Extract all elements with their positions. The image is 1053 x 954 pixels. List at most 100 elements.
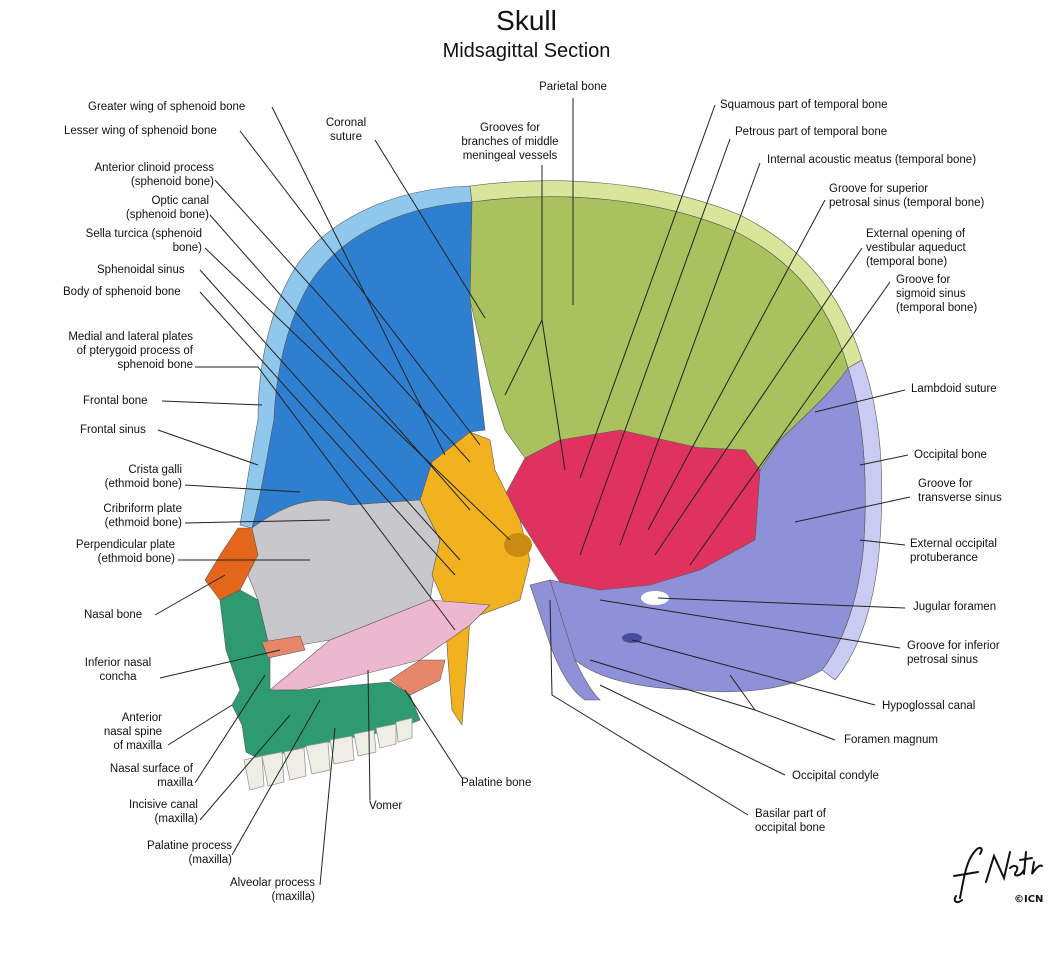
leader-vomer	[367, 669, 371, 801]
label-hypoglossal-canal: Hypoglossal canal	[882, 700, 976, 712]
label-optic-canal: Optic canal (sphenoid bone)	[125, 195, 209, 221]
leader-occipital-condyle	[599, 684, 786, 776]
leader-incisive-canal	[199, 714, 291, 821]
basilar-part-occipital	[529, 579, 601, 701]
leader-grooves-meningeal-b	[541, 319, 566, 471]
leader-internal-acoustic	[619, 162, 761, 546]
leader-palatine-process	[231, 699, 321, 856]
leader-sphenoidal-sinus	[199, 269, 461, 561]
leader-lesser-wing	[239, 130, 481, 446]
label-jugular-foramen: Jugular foramen	[913, 601, 997, 613]
label-nasal-surface-maxilla: Nasal surface of maxilla	[109, 763, 193, 789]
leader-inferior-concha	[159, 649, 281, 679]
label-vomer: Vomer	[369, 800, 403, 812]
label-petrous-temporal: Petrous part of temporal bone	[735, 126, 888, 138]
diagram-title: Skull	[496, 5, 557, 36]
leader-coronal-suture	[374, 139, 486, 319]
label-basilar-part: Basilar part of occipital bone	[755, 808, 826, 834]
jugular-foramen-opening	[641, 591, 669, 605]
tooth	[353, 729, 377, 757]
leader-groove-sup-petrosal	[647, 199, 826, 531]
label-foramen-magnum: Foramen magnum	[844, 734, 938, 746]
tooth	[261, 751, 285, 787]
inferior-nasal-concha	[261, 635, 306, 659]
label-grooves-meningeal: Grooves for branches of middle meningeal…	[461, 122, 559, 162]
label-body-sphenoid: Body of sphenoid bone	[63, 286, 181, 298]
leader-groove-transverse	[794, 496, 911, 523]
label-vestibular-aqueduct: External opening of vestibular aqueduct …	[866, 228, 966, 268]
leader-nasal-surface	[194, 674, 266, 784]
leader-hypoglossal	[631, 639, 876, 706]
leader-foramen-magnum-b	[729, 674, 756, 711]
label-occipital-bone: Occipital bone	[914, 449, 987, 461]
label-occipital-condyle: Occipital condyle	[792, 770, 879, 782]
label-squamous-temporal: Squamous part of temporal bone	[720, 99, 888, 111]
hypoglossal-canal-opening	[622, 633, 642, 643]
label-anterior-nasal-spine: Anterior nasal spine of maxilla	[103, 712, 162, 752]
label-frontal-bone: Frontal bone	[83, 395, 148, 407]
label-palatine-bone: Palatine bone	[461, 777, 532, 789]
leader-ext-occipital	[859, 539, 906, 546]
sphenoid-bone	[419, 431, 531, 616]
label-palatine-process: Palatine process (maxilla)	[146, 840, 232, 866]
leader-body-sphenoid	[199, 291, 456, 576]
label-crista-galli: Crista galli (ethmoid bone)	[104, 464, 182, 490]
leader-basilar-part	[549, 599, 749, 816]
label-parietal-bone: Parietal bone	[539, 81, 607, 93]
leader-vestibular-aqueduct	[654, 247, 863, 556]
leader-alveolar-process	[319, 727, 336, 886]
leader-nasal-bone	[154, 574, 226, 616]
leader-groove-sigmoid	[689, 281, 891, 566]
leader-occipital-bone	[859, 454, 909, 466]
leader-groove-inf-petrosal	[599, 599, 901, 649]
leader-palatine-bone	[404, 689, 463, 779]
label-anterior-clinoid: Anterior clinoid process (sphenoid bone)	[94, 162, 214, 188]
occipital-bone	[544, 367, 866, 693]
label-alveolar-process: Alveolar process (maxilla)	[229, 877, 315, 903]
leader-cribriform-plate	[184, 519, 331, 524]
leader-sella-turcica	[204, 247, 511, 541]
label-groove-transverse: Groove for transverse sinus	[918, 478, 1002, 504]
tooth	[283, 747, 307, 781]
tooth	[305, 741, 331, 775]
label-groove-superior-petrosal: Groove for superior petrosal sinus (temp…	[829, 183, 985, 209]
label-sella-turcica: Sella turcica (sphenoid bone)	[85, 228, 202, 254]
tooth	[243, 755, 265, 791]
label-coronal-suture: Coronal suture	[325, 117, 367, 143]
vomer	[269, 599, 491, 691]
label-cribriform-plate: Cribriform plate (ethmoid bone)	[103, 503, 182, 529]
teeth	[243, 717, 413, 791]
leader-frontal-sinus	[157, 429, 259, 466]
leader-frontal-bone	[161, 400, 263, 406]
leader-anterior-clinoid	[214, 179, 471, 463]
label-sphenoidal-sinus: Sphenoidal sinus	[97, 264, 185, 276]
nasal-bone	[204, 527, 259, 601]
leader-squamous	[579, 104, 716, 479]
label-groove-sigmoid: Groove for sigmoid sinus (temporal bone)	[896, 274, 978, 314]
leader-anterior-nasal-spine	[167, 704, 233, 746]
label-ext-occipital-protuberance: External occipital protuberance	[910, 538, 997, 564]
leader-greater-wing	[271, 106, 446, 456]
leader-lambdoid	[814, 389, 906, 413]
netter-signature-logo: ©ICN	[953, 846, 1043, 905]
label-lesser-wing: Lesser wing of sphenoid bone	[64, 125, 217, 137]
label-lambdoid-suture: Lambdoid suture	[911, 383, 997, 395]
leader-crista-galli	[184, 484, 301, 493]
label-nasal-bone: Nasal bone	[84, 609, 143, 621]
leader-lines	[154, 98, 911, 886]
leader-petrous	[579, 138, 731, 556]
label-groove-inferior-petrosal: Groove for inferior petrosal sinus	[907, 640, 1000, 666]
label-incisive-canal: Incisive canal (maxilla)	[128, 799, 198, 825]
label-frontal-sinus: Frontal sinus	[80, 424, 146, 436]
label-greater-wing: Greater wing of sphenoid bone	[88, 101, 246, 113]
label-pterygoid-plates: Medial and lateral plates of pterygoid p…	[68, 331, 193, 371]
tooth	[375, 723, 397, 749]
tooth	[395, 717, 413, 743]
leader-jugular-foramen	[657, 597, 906, 609]
leader-pterygoid	[195, 366, 456, 631]
sella-turcica-fossa	[504, 533, 532, 557]
label-inferior-nasal-concha: Inferior nasal concha	[84, 657, 152, 683]
diagram-subtitle: Midsagittal Section	[442, 40, 611, 62]
label-perpendicular-plate: Perpendicular plate (ethmoid bone)	[75, 539, 175, 565]
